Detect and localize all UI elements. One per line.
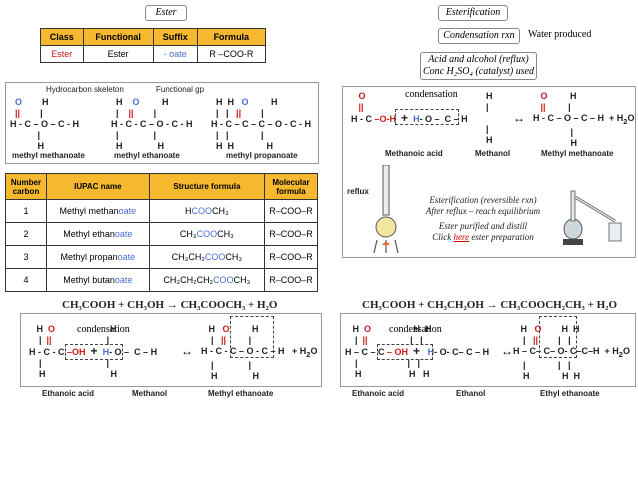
ester-table-row: Ester Ester - oate R –COO-R: [40, 45, 267, 63]
bl-product-structure: H O H | || | H - C - C – O - C – H + H2O…: [201, 324, 318, 381]
cell-structure-formula: CH₃CH₂COOCH₃: [148, 245, 266, 269]
name-methyl-propanoate: methyl propanoate: [226, 151, 298, 160]
methanol-structure-top: H |: [486, 91, 493, 112]
ethanoic-methanol-panel: condensation H O H | || | H - C - C –OH …: [20, 313, 322, 387]
br-reversible-arrow-icon: ↔: [501, 344, 513, 358]
condensation-rxn-pill: Condensation rxn: [438, 28, 520, 44]
distillation-apparatus-icon: [563, 190, 622, 245]
cell-number: 3: [5, 245, 47, 269]
ethanoic-ethanol-panel: condensation H O H H | || | | H – C – C …: [340, 313, 636, 387]
header-functional: Functional: [82, 28, 154, 46]
header-class: Class: [40, 28, 84, 46]
br-label-ethyl-ethanoate: Ethyl ethanoate: [540, 389, 600, 398]
cell-number: 4: [5, 268, 47, 292]
conditions-line-2: Conc H₂SO₄ (catalyst) used: [422, 66, 535, 77]
header-number-carbon: Number carbon: [5, 173, 47, 200]
br-condensation-dash-box: [377, 344, 433, 360]
cell-iupac-name: Methyl butanoate: [46, 268, 150, 292]
cell-structure-formula: HCOOCH₃: [148, 199, 266, 223]
bl-reactants-structure: H O H | || | H - C - C –OH + H- O – C – …: [29, 324, 158, 379]
note-purified: Ester purified and distill: [438, 221, 528, 231]
table-row: 1 Methyl methanoate HCOOCH₃ R–COO–R: [5, 199, 318, 223]
cell-iupac-name: Methyl methanoate: [46, 199, 150, 223]
esterification-panel: condensation O || H - C –O-H + H- O – C …: [342, 86, 636, 258]
naming-table-header: Number carbon IUPAC name Structure formu…: [5, 173, 318, 200]
header-molecular-formula: Molecular formula: [264, 173, 318, 200]
naming-table: Number carbon IUPAC name Structure formu…: [5, 173, 318, 292]
table-row: 3 Methyl propanoate CH₃CH₂COOCH₃ R–COO–R: [5, 245, 318, 269]
cell-suffix: - oate: [152, 45, 198, 63]
methyl-methanoate-product: O H || | H - C – O – C – H + H2O | H: [533, 91, 635, 148]
cell-number: 2: [5, 222, 47, 246]
hydrocarbon-skeleton-label: Hydrocarbon skeleton: [46, 85, 124, 94]
note-click-here: Click here ester preparation: [432, 232, 534, 242]
bl-label-methyl-ethanoate: Methyl ethanoate: [208, 389, 274, 398]
br-product-structure: H O H H | || | | H – C– C– O- C–C–H + H2…: [513, 324, 630, 381]
header-structure-formula: Structure formula: [148, 173, 266, 200]
cell-molecular-formula: R–COO–R: [264, 245, 318, 269]
methyl-methanoate-structure: O H || | H - C – O – C - H | H: [10, 97, 80, 151]
label-methanol: Methanol: [475, 149, 511, 158]
bl-condensation-label: condensation: [77, 324, 130, 335]
header-iupac-name: IUPAC name: [46, 173, 150, 200]
note-equilibrium: After reflux – reach equilibrium: [425, 206, 541, 216]
br-label-ethanoic-acid: Ethanoic acid: [352, 389, 405, 398]
esterification-title: Esterification: [438, 5, 508, 21]
label-methanoic-acid: Methanoic acid: [385, 149, 443, 158]
bl-ester-dash-box: [230, 316, 274, 358]
header-suffix: Suffix: [152, 28, 198, 46]
header-formula: Formula: [196, 28, 267, 46]
conditions-box: Acid and alcohol (reflux) Conc H₂SO₄ (ca…: [420, 52, 537, 80]
ester-structures-panel: Hydrocarbon skeleton Functional gp O H |…: [5, 82, 319, 164]
cell-functional: Ester: [82, 45, 154, 63]
methanol-structure-bottom: | H: [486, 124, 493, 145]
ester-title: Ester: [145, 5, 187, 21]
bl-reversible-arrow-icon: ↔: [181, 344, 193, 358]
br-condensation-label: condensation: [389, 324, 442, 335]
here-link[interactable]: here: [453, 232, 470, 242]
equation-right: CH₃COOH + CH₃CH₂OH → CH₃COOCH₂CH₃ + H₂O: [362, 299, 618, 311]
br-reactants-structure: H O H H | || | | H – C – C – OH + H- O- …: [345, 324, 490, 379]
ester-class-table: Class Functional Suffix Formula Ester Es…: [40, 28, 267, 63]
cell-molecular-formula: R–COO–R: [264, 268, 318, 292]
cell-structure-formula: CH₃COOCH₃: [148, 222, 266, 246]
methyl-propanoate-structure: H H O H | | || | H - C – C – C – O - C -…: [211, 97, 312, 151]
name-methyl-ethanoate: methyl ethanoate: [114, 151, 180, 160]
label-methyl-methanoate: Methyl methanoate: [541, 149, 614, 158]
bl-condensation-dash-box: [65, 344, 123, 360]
bl-label-ethanoic-acid: Ethanoic acid: [42, 389, 95, 398]
reflux-apparatus-icon: [373, 165, 399, 254]
table-row: 4 Methyl butanoate CH₃CH₂CH₂COOCH₃ R–COO…: [5, 268, 318, 292]
cell-molecular-formula: R–COO–R: [264, 199, 318, 223]
methanoic-acid-structure: O || H - C –O-H + H- O – C – H: [351, 91, 468, 125]
cell-class: Ester: [40, 45, 84, 63]
cell-number: 1: [5, 199, 47, 223]
cell-structure-formula: CH₃CH₂CH₂COOCH₃: [148, 268, 266, 292]
name-methyl-methanoate: methyl methanoate: [12, 151, 85, 160]
table-row: 2 Methyl ethanoate CH₃COOCH₃ R–COO–R: [5, 222, 318, 246]
br-ester-dash-box: [539, 316, 577, 358]
conditions-line-1: Acid and alcohol (reflux): [428, 54, 529, 65]
reversible-arrow-icon: ↔: [513, 111, 525, 125]
condensation-dash-box: [395, 109, 459, 125]
br-label-ethanol: Ethanol: [456, 389, 486, 398]
water-produced-label: Water produced: [528, 29, 592, 40]
esterification-notes: Esterification (reversible rxn) After re…: [413, 195, 553, 243]
note-reversible: Esterification (reversible rxn): [429, 195, 537, 205]
bl-label-methanol: Methanol: [132, 389, 168, 398]
cell-iupac-name: Methyl ethanoate: [46, 222, 150, 246]
cell-molecular-formula: R–COO–R: [264, 222, 318, 246]
methyl-ethanoate-structure: H O H | || | H - C - C – O - C - H | | H…: [111, 97, 193, 151]
ester-table-header: Class Functional Suffix Formula: [40, 28, 267, 46]
condensation-label: condensation: [405, 89, 458, 100]
reflux-label: reflux: [347, 187, 369, 196]
cell-iupac-name: Methyl propanoate: [46, 245, 150, 269]
equation-left: CH₃COOH + CH₃OH → CH₃COOCH₃ + H₂O: [62, 299, 278, 311]
functional-gp-label: Functional gp: [156, 85, 205, 94]
cell-formula: R –COO-R: [196, 45, 267, 63]
